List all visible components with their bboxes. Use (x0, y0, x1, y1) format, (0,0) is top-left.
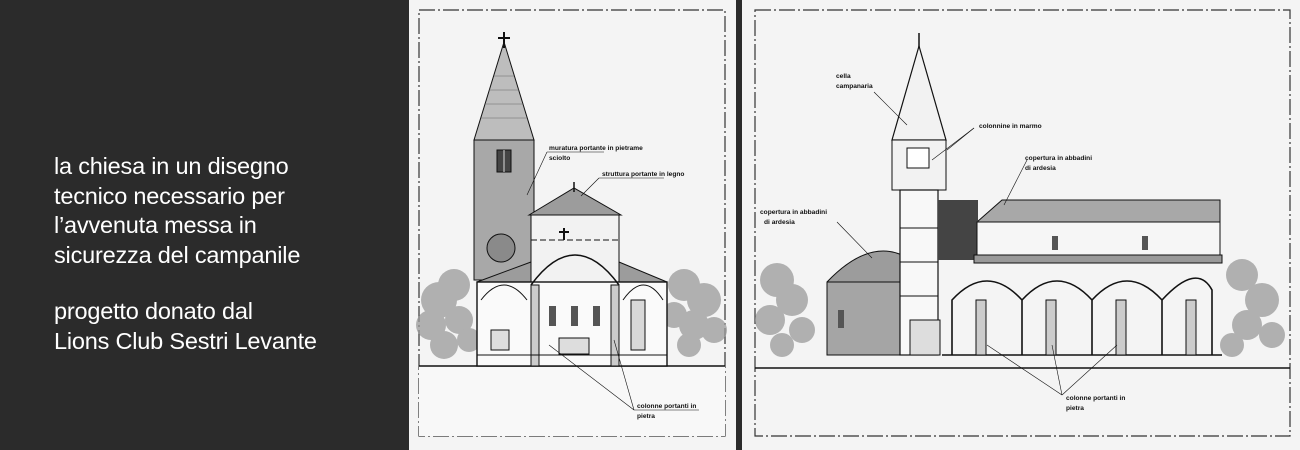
caption-line: la chiesa in un disegno (54, 153, 289, 179)
front-section-drawing: muratura portante in pietrame sciolto st… (409, 0, 736, 450)
caption-line: progetto donato dal (54, 298, 253, 324)
caption-line: tecnico necessario per (54, 182, 285, 209)
label-muratura: muratura portante in pietrame (549, 145, 643, 152)
columns (975, 299, 1197, 356)
trees-right (755, 259, 1285, 357)
label-copertura-right: copertura in abbadini (1025, 155, 1092, 162)
label-colonne-side-2: pietra (1066, 405, 1084, 412)
label-colonne-2: pietra (637, 413, 655, 420)
nave-roof (938, 199, 1223, 264)
caption-line: Lions Club Sestri Levante (54, 327, 317, 354)
caption-line: sicurezza del campanile (54, 241, 301, 268)
label-struttura: struttura portante in legno (602, 171, 684, 178)
label-colonnine: colonnine in marmo (979, 123, 1042, 130)
label-copertura-left-2: di ardesia (764, 219, 795, 226)
panel-divider (736, 0, 742, 450)
label-cella: cella (836, 73, 851, 80)
side-section-drawing: cella campanaria colonnine in marmo cope… (742, 0, 1300, 450)
label-colonne-side: colonne portanti in (1066, 395, 1125, 402)
label-cella-2: campanaria (836, 83, 873, 90)
caption: la chiesa in un disegno tecnico necessar… (54, 152, 394, 356)
apse (826, 250, 903, 356)
church-nave (476, 182, 668, 367)
caption-line: l’avvenuta messa in (54, 212, 257, 238)
side-section-svg: cella campanaria colonnine in marmo cope… (754, 9, 1291, 437)
label-muratura-2: sciolto (549, 155, 570, 162)
label-colonne: colonne portanti in (637, 403, 696, 410)
label-copertura-right-2: di ardesia (1025, 165, 1056, 172)
bell-tower-side (891, 33, 947, 356)
front-section-svg: muratura portante in pietrame sciolto st… (416, 9, 727, 437)
label-copertura-left: copertura in abbadini (760, 209, 827, 216)
arcade (942, 277, 1222, 356)
trees-left (416, 269, 727, 359)
bell-tower (473, 32, 535, 281)
